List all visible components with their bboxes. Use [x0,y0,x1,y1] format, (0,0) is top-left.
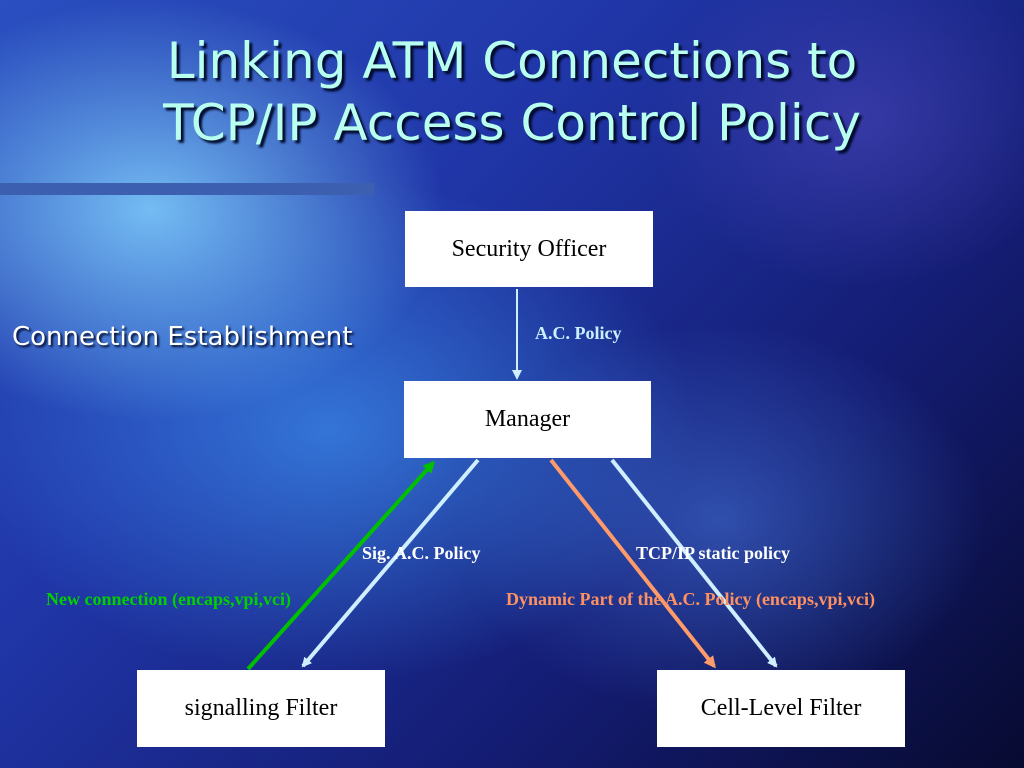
cell-level-filter-node: Cell-Level Filter [657,670,905,747]
arrow-manager-to-signalling-filter [301,458,480,668]
arrow-manager-to-cell-level-filter-dynamic [549,458,716,669]
slide-title-line1: Linking ATM Connections to [166,32,858,90]
arrow-signalling-filter-to-manager [246,460,436,671]
sig-ac-policy-label: Sig. A.C. Policy [362,543,481,563]
manager-node: Manager [404,381,651,458]
slide-title-line2: TCP/IP Access Control Policy [163,94,861,152]
slide-title: Linking ATM Connections to TCP/IP Access… [0,30,1024,154]
title-underline-bar [0,183,374,195]
ac-policy-label: A.C. Policy [535,323,622,343]
security-officer-node: Security Officer [405,211,653,287]
dynamic-policy-label: Dynamic Part of the A.C. Policy (encaps,… [506,589,875,609]
connection-establishment-heading: Connection Establishment [12,322,353,352]
signalling-filter-node: signalling Filter [137,670,385,747]
new-connection-label: New connection (encaps,vpi,vci) [46,589,291,609]
arrow-manager-to-cell-level-filter-static [610,458,778,668]
tcpip-static-policy-label: TCP/IP static policy [636,543,790,563]
